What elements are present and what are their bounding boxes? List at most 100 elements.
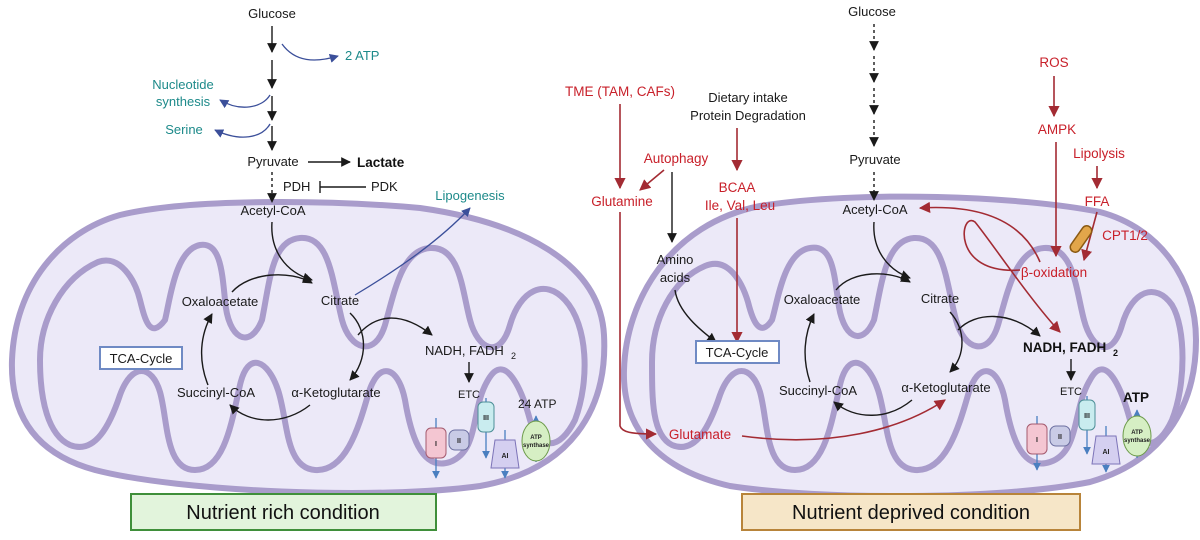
right-complex-iii-label: III bbox=[1084, 413, 1090, 420]
left-atp-synthase bbox=[521, 420, 551, 462]
right-pyruvate-label: Pyruvate bbox=[849, 152, 900, 167]
right-etc-label: ETC bbox=[1060, 386, 1082, 398]
right-cpt-transporter bbox=[1069, 225, 1093, 253]
right-dietary-label-1: Dietary intake bbox=[708, 90, 787, 105]
left-pdh-label: PDH bbox=[283, 179, 310, 194]
right-boxidation-nadh-arrow bbox=[963, 219, 1061, 333]
left-tca-cycle-label: TCA-Cycle bbox=[110, 351, 173, 366]
right-amino-tca-arrow bbox=[674, 289, 717, 343]
left-atp-synthase-label-1: ATP bbox=[530, 435, 542, 441]
right-glutamine-label: Glutamine bbox=[591, 194, 653, 209]
right-complex-iv bbox=[1091, 435, 1121, 465]
left-complex-ii bbox=[448, 429, 470, 451]
right-akg-succinyl-arrow bbox=[833, 399, 913, 416]
right-complex-i-label: I bbox=[1036, 437, 1038, 444]
right-glutamate-akg-arrow bbox=[741, 399, 946, 441]
right-condition-label: Nutrient deprived condition bbox=[792, 502, 1030, 524]
right-cpt-label: CPT1/2 bbox=[1102, 228, 1148, 243]
right-lipolysis-label: Lipolysis bbox=[1073, 146, 1125, 161]
left-nadh-label: NADH, FADH bbox=[425, 343, 504, 358]
left-nucleotide-branch-arrow bbox=[219, 94, 271, 109]
right-nadh-arrow bbox=[957, 315, 1041, 337]
left-akg-succinyl-arrow bbox=[229, 404, 311, 421]
right-condition-box bbox=[741, 493, 1081, 531]
left-complex-iv-label: AI bbox=[502, 453, 509, 460]
left-complex-iii bbox=[477, 401, 495, 433]
right-tca-cycle-box bbox=[695, 340, 780, 364]
right-panel: Glucose Pyruvate Acetyl-CoA TME (TAM, CA… bbox=[565, 4, 1200, 531]
right-boxidation-acetyl-arrow bbox=[918, 201, 1041, 263]
left-nucleotide-label-1: Nucleotide bbox=[152, 77, 213, 92]
left-citrate-label: Citrate bbox=[321, 293, 359, 308]
left-pyruvate-label: Pyruvate bbox=[247, 154, 298, 169]
right-succinyl-oaa-arrow bbox=[804, 313, 815, 383]
left-akg-label: α-Ketoglutarate bbox=[291, 385, 380, 400]
left-lipogenesis-arrow bbox=[354, 207, 471, 296]
left-atp-synthase-label-2: synthase bbox=[523, 443, 550, 449]
right-atp-synthase-label-1: ATP bbox=[1131, 430, 1143, 436]
left-nadh-subscript: 2 bbox=[511, 351, 516, 361]
right-oxaloacetate-label: Oxaloacetate bbox=[784, 292, 861, 307]
right-ros-label: ROS bbox=[1039, 55, 1068, 70]
left-etc-complexes: I II III AI ATP synthase bbox=[425, 398, 551, 479]
left-succinyl-coa-label: Succinyl-CoA bbox=[177, 385, 255, 400]
right-complex-i bbox=[1026, 423, 1048, 455]
right-akg-label: α-Ketoglutarate bbox=[901, 380, 990, 395]
right-complex-iv-label: AI bbox=[1103, 449, 1110, 456]
left-acetyl-coa-label: Acetyl-CoA bbox=[240, 203, 305, 218]
right-nadh-subscript: 2 bbox=[1113, 348, 1118, 358]
right-ffa-boxidation-arrow bbox=[1081, 211, 1098, 262]
right-autophagy-label: Autophagy bbox=[644, 151, 709, 166]
left-succinyl-oaa-arrow bbox=[200, 313, 213, 386]
left-24atp-label: 24 ATP bbox=[518, 397, 556, 411]
left-oaa-citrate-arrow bbox=[231, 274, 313, 293]
left-lipogenesis-label: Lipogenesis bbox=[435, 188, 505, 203]
left-mitochondrion-cristae bbox=[37, 235, 588, 473]
right-oaa-citrate-arrow bbox=[835, 273, 911, 291]
right-citrate-akg-arrow bbox=[949, 311, 963, 373]
right-glutamine-glutamate-arrow bbox=[619, 212, 658, 440]
right-citrate-label: Citrate bbox=[921, 291, 959, 306]
left-complex-i bbox=[425, 427, 447, 459]
left-nucleotide-label-2: synthesis bbox=[156, 94, 211, 109]
right-autophagy-glutamine-arrow bbox=[639, 169, 665, 191]
right-bcaa-label-1: BCAA bbox=[719, 180, 756, 195]
right-amino-label-1: Amino bbox=[657, 252, 694, 267]
left-panel: Glucose 2 ATP Nucleotide synthesis Serin… bbox=[8, 6, 608, 531]
right-tca-cycle-label: TCA-Cycle bbox=[706, 345, 769, 360]
right-succinyl-coa-label: Succinyl-CoA bbox=[779, 383, 857, 398]
left-condition-box bbox=[130, 493, 437, 531]
right-ffa-label: FFA bbox=[1085, 194, 1110, 209]
left-condition-label: Nutrient rich condition bbox=[186, 502, 379, 524]
right-complex-iii bbox=[1078, 399, 1096, 431]
right-dietary-label-2: Protein Degradation bbox=[690, 108, 806, 123]
right-boxidation-label: β-oxidation bbox=[1021, 265, 1087, 280]
left-oxaloacetate-label: Oxaloacetate bbox=[182, 294, 259, 309]
left-tca-cycle-box bbox=[99, 346, 183, 370]
left-complex-iii-label: III bbox=[483, 415, 489, 422]
right-glutamate-label: Glutamate bbox=[669, 427, 731, 442]
left-complex-i-label: I bbox=[435, 441, 437, 448]
right-amino-label-2: acids bbox=[660, 270, 691, 285]
right-ampk-label: AMPK bbox=[1038, 122, 1076, 137]
right-complex-ii-label: II bbox=[1058, 434, 1062, 441]
left-glucose-label: Glucose bbox=[248, 6, 296, 21]
left-pdk-label: PDK bbox=[371, 179, 398, 194]
left-serine-label: Serine bbox=[165, 122, 203, 137]
right-atp-label: ATP bbox=[1123, 390, 1149, 405]
left-complex-ii-label: II bbox=[457, 438, 461, 445]
left-serine-branch-arrow bbox=[214, 123, 271, 138]
left-citrate-akg-arrow bbox=[349, 312, 365, 381]
right-glucose-label: Glucose bbox=[848, 4, 896, 19]
left-atp-branch-arrow bbox=[281, 43, 339, 63]
left-etc-label: ETC bbox=[458, 389, 480, 401]
right-bcaa-label-2: Ile, Val, Leu bbox=[705, 198, 775, 213]
right-acetyl-coa-label: Acetyl-CoA bbox=[842, 202, 907, 217]
left-complex-iv bbox=[490, 439, 520, 469]
left-lactate-label: Lactate bbox=[357, 155, 405, 170]
right-tme-label: TME (TAM, CAFs) bbox=[565, 84, 675, 99]
right-atp-synthase bbox=[1122, 415, 1152, 457]
right-etc-complexes: I II III AI ATP synthase bbox=[1026, 396, 1152, 473]
